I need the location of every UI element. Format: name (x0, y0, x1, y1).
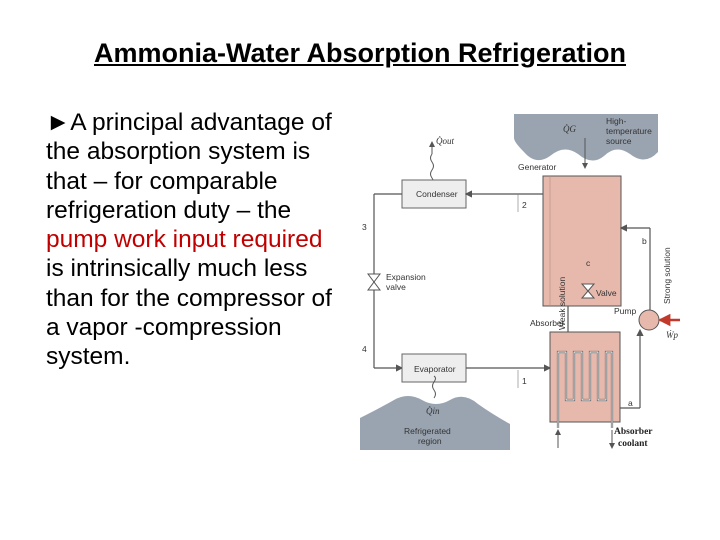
solution-valve-symbol (580, 283, 596, 299)
absorber-vessel (549, 331, 621, 423)
q-g-label: Q̇G (563, 124, 576, 134)
refrigerated-region-label-1: Refrigerated (404, 426, 451, 436)
absorber-coolant-label-1: Absorber (614, 427, 653, 437)
high-temperature-source-region (514, 114, 658, 161)
state-b-label: b (642, 236, 647, 246)
refrigerated-region (360, 396, 510, 450)
expansion-valve-label-2: valve (386, 282, 406, 292)
weak-solution-label: Weak solution (557, 276, 567, 330)
state-a-label: a (628, 398, 633, 408)
state-2-label: 2 (522, 200, 527, 210)
condenser-box (401, 179, 467, 209)
absorber-coolant-label-2: coolant (618, 439, 648, 449)
generator-label: Generator (518, 162, 556, 172)
strong-solution-label: Strong solution (662, 247, 672, 304)
state-3-label: 3 (362, 222, 367, 232)
generator-vessel (542, 175, 622, 307)
q-out-label: Q̇out (436, 136, 454, 146)
slide-title: Ammonia-Water Absorption Refrigeration (93, 38, 627, 68)
text-part-1: A principal advantage of the absorption … (46, 109, 332, 224)
expansion-valve-symbol (367, 273, 381, 291)
absorber-label: Absorber (530, 318, 565, 328)
high-temp-source-label-2: temperature (606, 126, 652, 136)
q-in-label: Q̇in (426, 406, 440, 416)
valve-label: Valve (596, 288, 617, 298)
pump-label: Pump (614, 306, 636, 316)
pump-symbol (638, 309, 660, 331)
evaporator-label: Evaporator (414, 364, 456, 374)
absorption-system-diagram: Q̇G High- temperature source Generator Q… (360, 108, 680, 458)
bullet-marker: ► (46, 109, 71, 136)
state-4-label: 4 (362, 344, 367, 354)
state-1-label: 1 (522, 376, 527, 386)
high-temp-source-label-3: source (606, 136, 632, 146)
state-c-label: c (586, 258, 591, 268)
high-temp-source-label-1: High- (606, 116, 626, 126)
condenser-label: Condenser (416, 189, 458, 199)
refrigerated-region-label-2: region (418, 436, 442, 446)
text-emphasis-red: pump work input required (46, 226, 323, 254)
w-p-label: Ẇp (666, 330, 678, 340)
text-part-2: is intrinsically much less than for the … (46, 255, 332, 371)
expansion-valve-label-1: Expansion (386, 272, 426, 282)
bullet-text: ►A principal advantage of the absorption… (46, 108, 346, 372)
text-end: . (123, 343, 131, 371)
